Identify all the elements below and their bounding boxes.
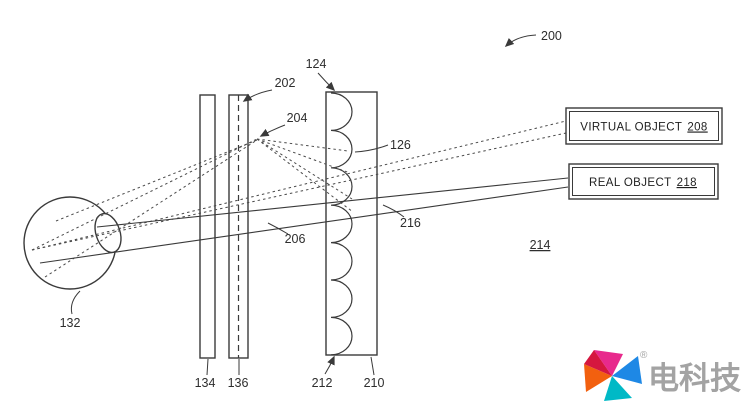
eye-ray-center	[31, 138, 258, 251]
logo-petal-red	[584, 350, 612, 376]
reference-numerals: 200 124 202 204 126 216 206 214 132 134 …	[60, 29, 562, 390]
ref-126: 126	[390, 138, 411, 152]
lens-array-group	[325, 91, 378, 356]
ref-206: 206	[285, 232, 306, 246]
ref-204-arrow	[259, 124, 286, 137]
ref-206-leader	[267, 222, 289, 235]
real-object-outer	[568, 163, 719, 200]
ref-216-leader	[382, 204, 405, 218]
ref-214: 214	[530, 238, 551, 252]
ref-210-leader	[370, 356, 375, 376]
ref-134: 134	[195, 376, 216, 390]
ref-210: 210	[364, 376, 385, 390]
logo-petal-pink	[594, 350, 623, 376]
virtual-object-inner	[569, 111, 719, 141]
eye-ray-bottom	[44, 139, 258, 278]
watermark-brand-text: 电科技	[648, 361, 741, 396]
light-rays	[31, 120, 569, 278]
real-ray-lower	[39, 186, 569, 264]
plate-134	[199, 94, 216, 359]
ref-132: 132	[60, 316, 81, 330]
fan-ray-4	[256, 138, 354, 213]
watermark: ® 电科技	[584, 350, 741, 401]
lenslet-scallops	[330, 92, 353, 356]
fan-ray-2	[256, 138, 351, 174]
watermark-reg-mark: ®	[640, 350, 648, 361]
logo-petal-blue	[612, 356, 642, 384]
fan-ray-1	[256, 138, 349, 152]
watermark-pinwheel-logo	[584, 350, 642, 401]
plate-136-group	[228, 94, 249, 359]
real-object-inner	[572, 167, 715, 196]
ref-212-arrow	[324, 355, 335, 375]
real-ray-upper	[96, 177, 569, 228]
ref-200: 200	[541, 29, 562, 43]
ref-132-leader	[70, 290, 81, 315]
ref-202-arrow	[242, 89, 273, 102]
logo-petal-teal	[604, 376, 632, 401]
ref-136: 136	[228, 376, 249, 390]
virtual-object-outer	[565, 107, 723, 145]
ref-134-leader	[206, 358, 209, 376]
fan-ray-3	[256, 138, 353, 200]
eye-diagram	[23, 196, 122, 290]
ref-126-leader	[354, 144, 389, 153]
ref-124-arrow	[317, 72, 336, 92]
ref-202: 202	[275, 76, 296, 90]
ref-200-arrow	[504, 34, 537, 48]
ref-216: 216	[400, 216, 421, 230]
logo-petal-orange	[584, 364, 612, 392]
ref-124: 124	[306, 57, 327, 71]
ref-212: 212	[312, 376, 333, 390]
ref-204: 204	[287, 111, 308, 125]
virtual-ray-upper	[31, 120, 567, 251]
